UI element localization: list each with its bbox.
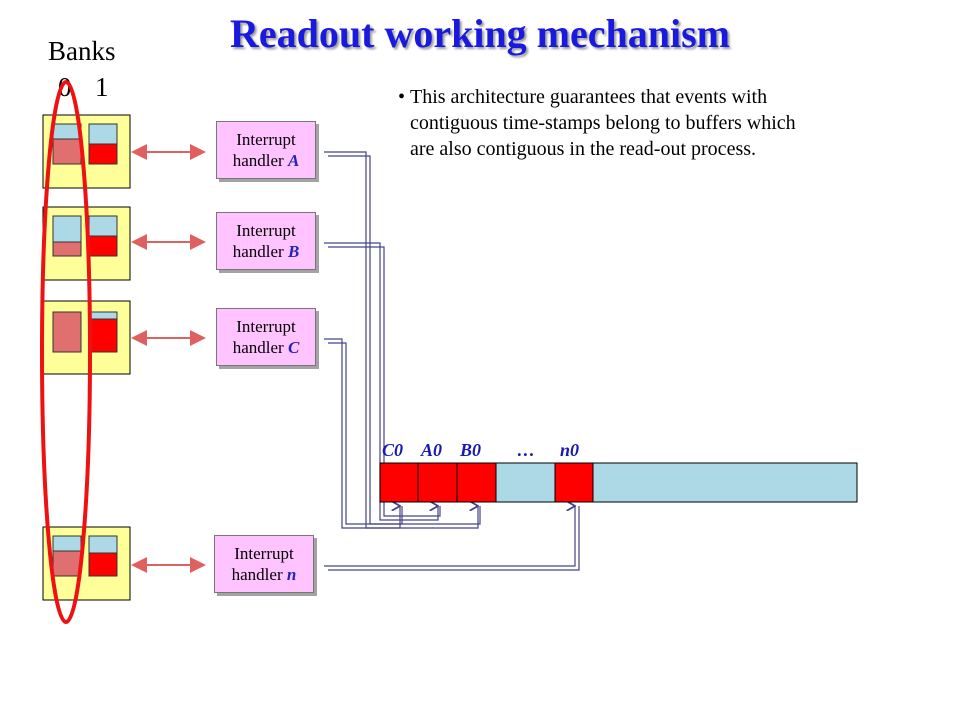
buffer-label-ellipsis: …: [517, 440, 535, 460]
wire-c-shadow: [328, 342, 481, 525]
handler-letter: B: [287, 242, 300, 261]
bank-1-filled: [88, 143, 118, 165]
buffer-label-n0: n0: [560, 440, 580, 460]
readout-buffer: [379, 462, 858, 503]
buffer-slot-b0: [456, 462, 497, 503]
handler-letter: C: [287, 338, 300, 357]
handler-title: Interrupt: [236, 130, 296, 149]
bank-1-filled: [88, 552, 118, 577]
buffer-slot-c0: [379, 462, 419, 503]
bank-module-n: [42, 526, 131, 601]
buffer-slot-n0: [554, 462, 594, 503]
buffer-label-a0: A0: [421, 440, 443, 460]
buffer-slot-a0: [417, 462, 458, 503]
banks-label: Banks: [48, 36, 116, 66]
handler-prefix: handler: [232, 151, 284, 170]
bullet-marker: •: [398, 86, 406, 108]
handler-letter: n: [286, 565, 297, 584]
handler-prefix: handler: [232, 242, 284, 261]
handler-prefix: handler: [231, 565, 283, 584]
wire-b-shadow: [328, 246, 441, 517]
wire-n: [324, 506, 575, 567]
interrupt-handler-b: Interrupt handler B: [216, 212, 316, 270]
bank-module-c: [42, 300, 131, 375]
bank-1-filled: [88, 235, 118, 257]
buffer-label-c0: C0: [382, 440, 404, 460]
bank-0-filled: [52, 311, 82, 353]
bullet-note: • This architecture guarantees that even…: [398, 84, 818, 162]
interrupt-handler-c: Interrupt handler C: [216, 308, 316, 366]
bullet-text: This architecture guarantees that events…: [410, 86, 796, 160]
bank-0-filled: [52, 550, 82, 577]
handler-title: Interrupt: [236, 317, 296, 336]
interrupt-handler-a: Interrupt handler A: [216, 121, 316, 179]
buffer-label-b0: B0: [460, 440, 482, 460]
handler-prefix: handler: [232, 338, 284, 357]
wire-n-shadow: [328, 506, 580, 571]
handler-title: Interrupt: [234, 544, 294, 563]
bank-0-filled: [52, 138, 82, 165]
bank-number-0: 0: [58, 72, 72, 102]
handler-title: Interrupt: [236, 221, 296, 240]
page-title: Readout working mechanism: [229, 11, 731, 56]
wire-b: [324, 242, 438, 521]
bank-number-1: 1: [95, 72, 109, 102]
bank-0-highlight-ellipse: [40, 80, 92, 624]
wire-c: [324, 338, 478, 529]
bank-0-filled: [52, 241, 82, 257]
handler-letter: A: [287, 151, 300, 170]
bank-module-a: [42, 114, 131, 189]
interrupt-handler-n: Interrupt handler n: [214, 535, 314, 593]
bank-1-filled: [88, 318, 118, 353]
